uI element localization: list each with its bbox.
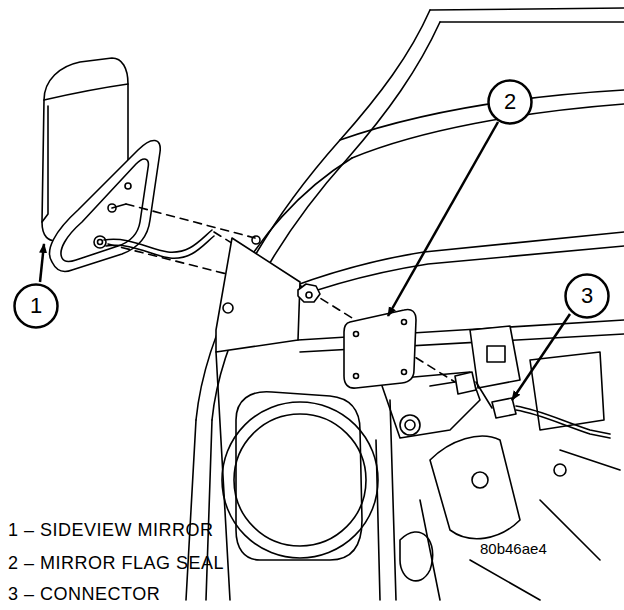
leader-line xyxy=(512,314,570,400)
callout-circle: 3 xyxy=(564,273,610,319)
leader-line xyxy=(40,244,44,282)
legend-entry: 1 – SIDEVIEW MIRROR xyxy=(8,520,214,541)
legend-entry: 2 – MIRROR FLAG SEAL xyxy=(8,553,224,574)
figure-code: 80b46ae4 xyxy=(480,540,547,557)
callout-number: 3 xyxy=(581,285,593,307)
callout-circle: 2 xyxy=(487,79,533,125)
callout-number: 2 xyxy=(504,91,516,113)
legend-entry: 3 – CONNECTOR xyxy=(8,584,160,605)
callout-number: 1 xyxy=(30,295,42,317)
callout-circle: 1 xyxy=(13,283,59,329)
leader-line xyxy=(388,122,498,316)
